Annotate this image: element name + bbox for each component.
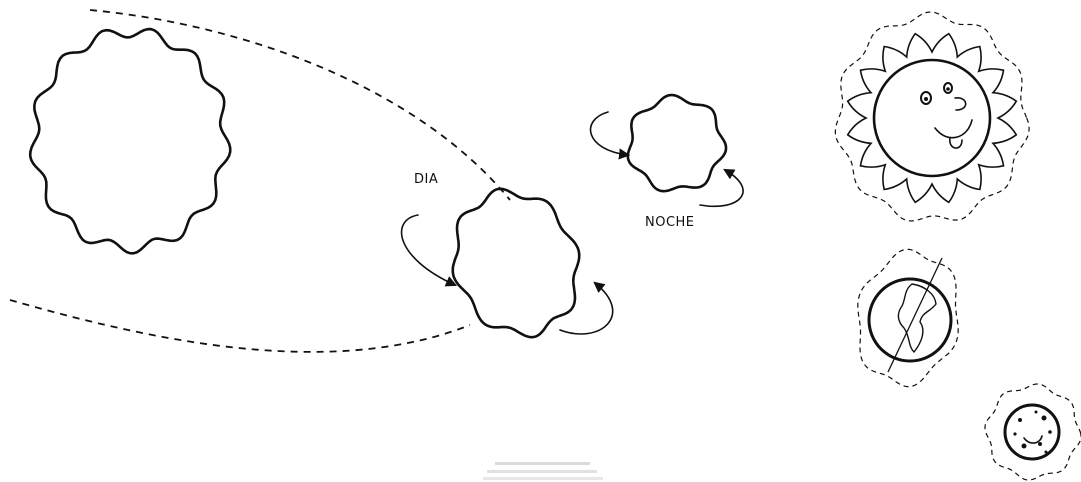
moon-face-cutout[interactable] [985, 384, 1081, 480]
rotation-arrow-left-icon [402, 215, 455, 285]
orbit-path-lower [10, 300, 470, 352]
rotation-arrow-right-icon [560, 283, 613, 334]
moon-arrow-left-icon [591, 112, 628, 155]
earth-blank-outline [453, 189, 579, 337]
day-label: DIA [414, 172, 438, 187]
night-label: NOCHE [645, 215, 695, 230]
sun-blank-outline [30, 29, 230, 253]
moon-arrow-right-icon [700, 170, 743, 206]
sun-face-cutout[interactable] [835, 12, 1029, 221]
sun-face-disc [874, 60, 990, 176]
moon-blank-outline [628, 95, 726, 191]
earth-globe-cutout[interactable] [858, 249, 958, 386]
gray-smudge [483, 462, 603, 480]
orbit-path-upper [90, 10, 510, 200]
